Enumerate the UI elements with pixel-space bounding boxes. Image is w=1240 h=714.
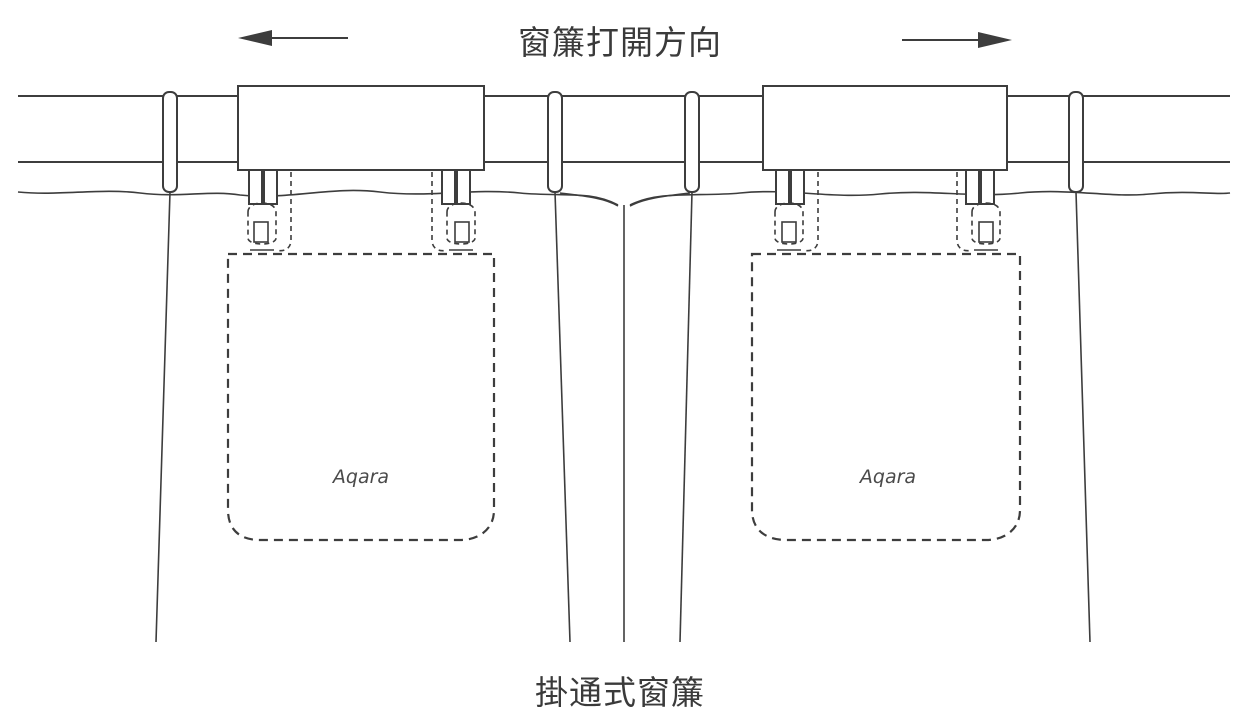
- left-aqara-logo: Aqara: [331, 466, 389, 488]
- rod-ring-3: [684, 91, 700, 193]
- right-curtain-motor: Aqara: [750, 85, 1022, 542]
- curtain-fold-lines: [155, 191, 1091, 643]
- rod-ring-4: [1068, 91, 1084, 193]
- curtain-top-edge: [17, 189, 1231, 207]
- arrow-right-icon: [902, 32, 1012, 48]
- opening-direction-title: 窗簾打開方向: [518, 23, 722, 62]
- rod-ring-1: [162, 91, 178, 193]
- rod-ring-2: [547, 91, 563, 193]
- left-curtain-motor: Aqara: [226, 85, 496, 542]
- curtain-type-label: 掛通式窗簾: [535, 673, 705, 712]
- arrow-left-icon: [238, 30, 348, 46]
- right-aqara-logo: Aqara: [858, 466, 916, 488]
- curtain-rod: [18, 95, 1230, 163]
